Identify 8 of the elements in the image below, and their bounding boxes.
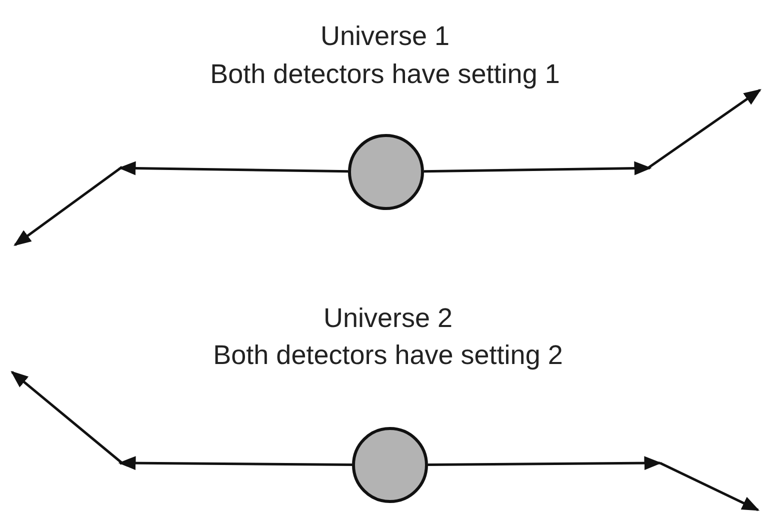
arrow: [428, 456, 662, 470]
arrow: [424, 161, 652, 176]
caption: Both detectors have setting 2: [213, 341, 563, 371]
arrow: [118, 456, 352, 470]
heading: Universe 2: [323, 304, 453, 334]
arrow: [118, 161, 348, 176]
heading: Universe 1: [320, 22, 450, 52]
caption: Both detectors have setting 1: [210, 60, 560, 90]
